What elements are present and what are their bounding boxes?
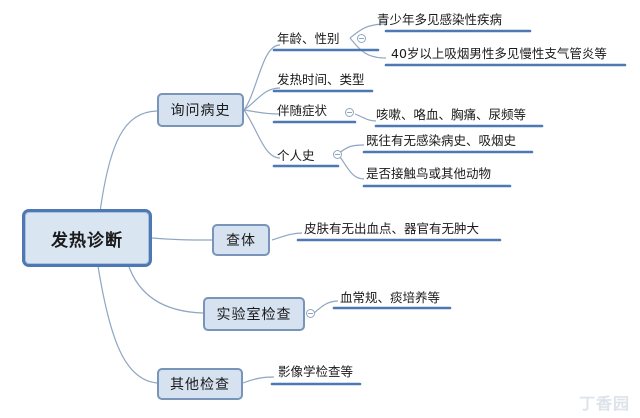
personal-collapse-icon[interactable] bbox=[333, 150, 342, 159]
link-exam-leaf bbox=[271, 232, 303, 241]
branch-lab[interactable]: 实验室检查 bbox=[203, 297, 305, 331]
subitem-personal[interactable]: 个人史 bbox=[277, 148, 315, 163]
root-label: 发热诊断 bbox=[51, 230, 123, 251]
leaf-lab[interactable]: 血常规、痰培养等 bbox=[340, 290, 441, 305]
branch-other-label: 其他检查 bbox=[170, 377, 230, 393]
subitem-fever-time[interactable]: 发热时间、类型 bbox=[277, 72, 365, 87]
leaf-personal-2[interactable]: 是否接触鸟或其他动物 bbox=[366, 166, 492, 181]
link-root-exam bbox=[151, 237, 213, 241]
branch-history-label: 询问病史 bbox=[170, 103, 231, 119]
branch-history[interactable]: 询问病史 bbox=[157, 93, 244, 127]
link-history-age bbox=[243, 44, 281, 111]
leaf-age-1[interactable]: 青少年多见感染性疾病 bbox=[377, 12, 503, 27]
leaf-personal-1[interactable]: 既往有无感染病史、吸烟史 bbox=[366, 133, 517, 148]
watermark-logo: 丁香园 bbox=[578, 394, 630, 413]
lab-collapse-icon[interactable] bbox=[306, 309, 315, 318]
branch-other[interactable]: 其他检查 bbox=[157, 368, 243, 400]
branch-exam[interactable]: 查体 bbox=[212, 224, 270, 256]
link-history-symptoms bbox=[243, 109, 281, 115]
link-history-fever bbox=[243, 87, 281, 111]
subitem-symptoms[interactable]: 伴随症状 bbox=[277, 103, 328, 118]
link-personal-leaf2 bbox=[337, 153, 365, 180]
leaf-other[interactable]: 影像学检查等 bbox=[278, 364, 354, 379]
link-other-leaf bbox=[242, 376, 275, 384]
link-symptoms-leaf bbox=[354, 113, 377, 122]
link-root-history bbox=[99, 110, 158, 213]
subitem-age-gender[interactable]: 年龄、性别 bbox=[277, 31, 340, 46]
link-history-personal bbox=[243, 109, 281, 159]
leaf-symptoms[interactable]: 咳嗽、咯血、胸痛、尿频等 bbox=[376, 107, 527, 122]
leaf-age-2[interactable]: 40岁以上吸烟男性多见慢性支气管炎等 bbox=[391, 46, 607, 61]
symptoms-collapse-icon[interactable] bbox=[345, 108, 354, 117]
link-root-lab bbox=[127, 263, 204, 314]
age-collapse-icon[interactable] bbox=[357, 34, 366, 43]
branch-lab-label: 实验室检查 bbox=[216, 307, 292, 323]
root-node[interactable]: 发热诊断 bbox=[22, 209, 152, 267]
link-age-leaf1 bbox=[349, 23, 387, 39]
link-lab-leaf bbox=[313, 300, 339, 314]
leaf-exam[interactable]: 皮肤有无出血点、器官有无肿大 bbox=[304, 221, 480, 236]
branch-exam-label: 查体 bbox=[226, 233, 256, 249]
link-age-leaf2 bbox=[349, 37, 387, 59]
link-root-other bbox=[97, 265, 158, 384]
